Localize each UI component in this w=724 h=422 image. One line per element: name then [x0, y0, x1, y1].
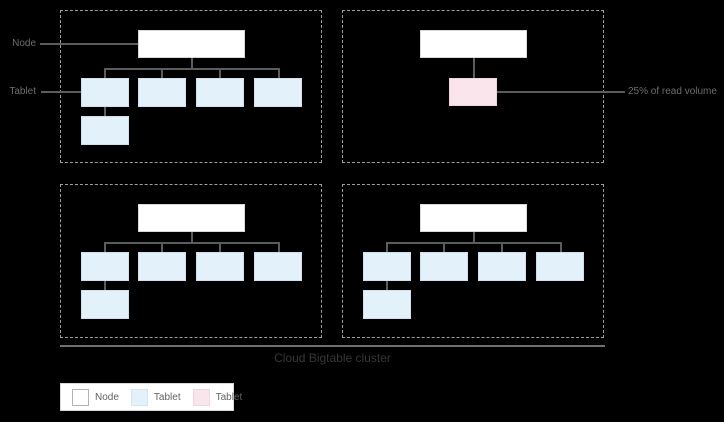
- connector-line: [386, 242, 388, 253]
- connector-line: [104, 242, 280, 244]
- node-group-1: [60, 10, 322, 163]
- cluster-title: Cloud Bigtable cluster: [274, 351, 391, 365]
- tablet-box: [138, 78, 186, 107]
- node-group-4: [342, 184, 604, 338]
- tablet-box: [254, 78, 302, 107]
- connector-line: [473, 58, 475, 79]
- connector-line: [104, 281, 106, 291]
- node-box: [420, 30, 527, 58]
- node-swatch: [72, 388, 89, 406]
- tablet-box: [81, 78, 129, 107]
- tablet-box: [196, 252, 244, 281]
- cluster-bracket-line: [60, 345, 605, 347]
- read-volume-callout-label: 25% of read volume: [628, 86, 717, 97]
- tablet-box: [81, 252, 129, 281]
- legend-item-tablet: Tablet: [130, 388, 181, 406]
- node-callout-line: [40, 43, 138, 45]
- connector-line: [104, 242, 106, 253]
- connector-line: [219, 68, 221, 79]
- tablet-box: [81, 116, 129, 145]
- connector-line: [386, 242, 562, 244]
- tablet-callout-line: [41, 91, 81, 93]
- legend-label: Tablet: [153, 391, 181, 403]
- connector-line: [278, 242, 280, 253]
- connector-line: [443, 242, 445, 253]
- tablet-box: [138, 252, 186, 281]
- tablet-box: [536, 252, 584, 281]
- hot-tablet-box: [449, 78, 497, 106]
- connector-line: [104, 68, 280, 70]
- tablet-box: [254, 252, 302, 281]
- connector-line: [560, 242, 562, 253]
- node-callout-label: Node: [12, 38, 36, 49]
- connector-line: [473, 232, 475, 243]
- legend-label: Tablet: [215, 391, 243, 403]
- tablet-callout-label: Tablet: [9, 86, 36, 97]
- connector-line: [161, 68, 163, 79]
- connector-line: [191, 232, 193, 243]
- legend: Node Tablet Tablet: [60, 383, 242, 411]
- tablet-box: [81, 290, 129, 319]
- tablet-swatch: [130, 388, 148, 406]
- legend-item-hot-tablet: Tablet: [192, 388, 243, 406]
- tablet-box: [363, 290, 411, 319]
- read-volume-callout-line: [497, 91, 625, 93]
- tablet-box: [420, 252, 468, 281]
- tablet-box: [196, 78, 244, 107]
- connector-line: [161, 242, 163, 253]
- connector-line: [386, 281, 388, 291]
- node-group-2: [342, 10, 604, 163]
- connector-line: [104, 107, 106, 117]
- connector-line: [278, 68, 280, 79]
- connector-line: [104, 68, 106, 79]
- node-group-3: [60, 184, 322, 338]
- hot-tablet-swatch: [192, 388, 210, 406]
- connector-line: [219, 242, 221, 253]
- node-box: [420, 204, 527, 232]
- connector-line: [191, 58, 193, 69]
- node-box: [138, 30, 245, 58]
- legend-item-node: Node: [72, 388, 119, 406]
- tablet-box: [478, 252, 526, 281]
- node-box: [138, 204, 245, 232]
- tablet-box: [363, 252, 411, 281]
- legend-label: Node: [95, 391, 119, 403]
- connector-line: [501, 242, 503, 253]
